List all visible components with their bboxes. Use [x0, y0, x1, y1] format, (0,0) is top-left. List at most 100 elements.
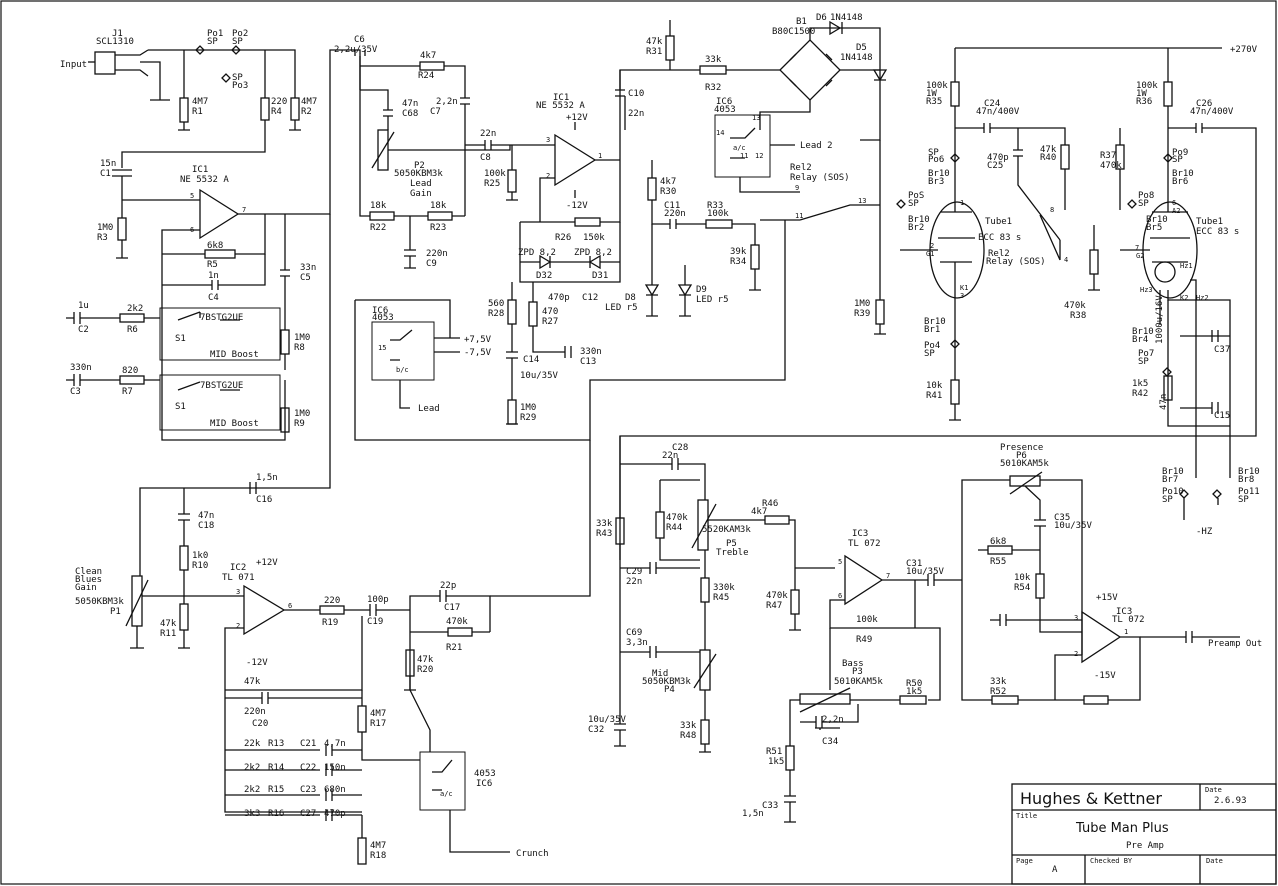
svg-text:D6: D6	[816, 13, 827, 23]
title-block: Hughes & Kettner Date 2.6.93 Title Tube …	[1011, 783, 1277, 885]
svg-text:7BSTG2UE: 7BSTG2UE	[200, 381, 243, 391]
svg-text:1M0: 1M0	[520, 403, 536, 413]
svg-text:Br3: Br3	[928, 177, 944, 187]
svg-text:7: 7	[1135, 244, 1139, 252]
svg-text:B80C1500: B80C1500	[772, 27, 815, 37]
svg-text:R34: R34	[730, 257, 746, 267]
svg-text:-7,5V: -7,5V	[464, 348, 492, 358]
svg-text:R46: R46	[762, 499, 778, 509]
svg-text:2,2n: 2,2n	[822, 715, 844, 725]
svg-text:4053: 4053	[714, 105, 736, 115]
svg-text:R24: R24	[418, 71, 434, 81]
svg-text:330n: 330n	[70, 363, 92, 373]
svg-text:R21: R21	[446, 643, 462, 653]
svg-text:-12V: -12V	[566, 201, 588, 211]
svg-text:R40: R40	[1040, 153, 1056, 163]
svg-text:Br5: Br5	[1146, 223, 1162, 233]
svg-text:Presence: Presence	[1000, 443, 1043, 453]
svg-text:4k7: 4k7	[660, 177, 676, 187]
svg-text:C33: C33	[762, 801, 778, 811]
drawing-date: 2.6.93	[1214, 796, 1247, 806]
svg-text:1W: 1W	[926, 89, 937, 99]
svg-text:2: 2	[546, 172, 550, 180]
svg-text:Br4: Br4	[1132, 335, 1148, 345]
svg-text:P2: P2	[414, 161, 425, 171]
resistor-r32	[699, 65, 727, 75]
svg-text:4: 4	[1064, 256, 1068, 264]
svg-text:C68: C68	[402, 109, 418, 119]
svg-text:11: 11	[740, 152, 748, 160]
svg-text:1,5n: 1,5n	[256, 473, 278, 483]
svg-text:C6: C6	[354, 35, 365, 45]
svg-text:3,3n: 3,3n	[626, 638, 648, 648]
svg-text:6k8: 6k8	[207, 241, 223, 251]
resistor-r51	[785, 745, 795, 771]
svg-text:G2: G2	[1136, 252, 1144, 260]
resistor-r10	[179, 545, 189, 571]
svg-text:Relay (SOS): Relay (SOS)	[986, 257, 1046, 267]
svg-text:1k5: 1k5	[906, 687, 922, 697]
svg-text:18k: 18k	[430, 201, 447, 211]
test-points-input: Po1 SP Po2 SP SP Po3	[195, 29, 248, 91]
switch-s1-a: 7BSTG2UE S1 MID Boost	[159, 307, 281, 361]
svg-text:R35: R35	[926, 97, 942, 107]
svg-text:10u/35V: 10u/35V	[1054, 521, 1093, 531]
resistor-r9	[280, 407, 290, 433]
svg-text:10u/35V: 10u/35V	[906, 567, 945, 577]
svg-text:A2: A2	[1172, 207, 1180, 215]
svg-text:R50: R50	[906, 679, 922, 689]
svg-text:R39: R39	[854, 309, 870, 319]
svg-text:Bass: Bass	[842, 659, 864, 669]
svg-text:C28: C28	[672, 443, 688, 453]
tube-test-points: SP Po6 Po9 SP PoS SP Po8 SP Po4 SP Po7 S…	[896, 148, 1260, 505]
svg-text:R27: R27	[542, 317, 558, 327]
svg-text:220n: 220n	[426, 249, 448, 259]
svg-text:C25: C25	[987, 161, 1003, 171]
svg-text:220: 220	[324, 596, 340, 606]
resistor-r18	[357, 837, 367, 865]
svg-text:3: 3	[546, 136, 550, 144]
svg-text:SP: SP	[1162, 495, 1173, 505]
svg-text:Po6: Po6	[928, 155, 944, 165]
svg-text:Hz3: Hz3	[1140, 286, 1153, 294]
page-number: A	[1052, 865, 1058, 875]
resistor-r8	[280, 329, 290, 355]
svg-text:1N4148: 1N4148	[830, 13, 863, 23]
svg-text:NE 5532 A: NE 5532 A	[180, 175, 229, 185]
svg-text:R54: R54	[1014, 583, 1030, 593]
svg-text:15: 15	[378, 344, 386, 352]
svg-text:SP: SP	[207, 37, 218, 47]
svg-text:R55: R55	[990, 557, 1006, 567]
svg-text:1n: 1n	[208, 271, 219, 281]
resistor-r35	[950, 81, 960, 107]
svg-text:2k2: 2k2	[127, 304, 143, 314]
svg-text:R10: R10	[192, 561, 208, 571]
svg-text:R14: R14	[268, 763, 284, 773]
svg-text:470p: 470p	[324, 809, 346, 819]
svg-text:C24: C24	[984, 99, 1000, 109]
svg-text:4k7: 4k7	[751, 507, 767, 517]
svg-text:R30: R30	[660, 187, 676, 197]
svg-text:SP: SP	[1138, 199, 1149, 209]
svg-text:IC2: IC2	[230, 563, 246, 573]
relay-rel2-b: Rel2 Relay (SOS) 84	[986, 206, 1068, 267]
svg-text:R45: R45	[713, 593, 729, 603]
svg-text:Rel2: Rel2	[790, 163, 812, 173]
r4-ref: R4	[271, 107, 282, 117]
resistor-r30	[647, 177, 657, 201]
svg-text:R44: R44	[666, 523, 682, 533]
svg-text:R19: R19	[322, 618, 338, 628]
svg-text:47n/400V: 47n/400V	[976, 107, 1020, 117]
svg-text:Br10: Br10	[928, 169, 950, 179]
svg-text:Preamp Out: Preamp Out	[1208, 639, 1262, 649]
svg-text:Page: Page	[1016, 857, 1033, 865]
svg-text:7BSTG2UE: 7BSTG2UE	[200, 313, 243, 323]
svg-text:10k: 10k	[1014, 573, 1031, 583]
svg-text:470k: 470k	[766, 591, 788, 601]
svg-text:TL 071: TL 071	[222, 573, 255, 583]
svg-text:Po8: Po8	[1138, 191, 1154, 201]
svg-text:R43: R43	[596, 529, 612, 539]
svg-text:1M0: 1M0	[294, 333, 310, 343]
svg-text:C16: C16	[256, 495, 272, 505]
